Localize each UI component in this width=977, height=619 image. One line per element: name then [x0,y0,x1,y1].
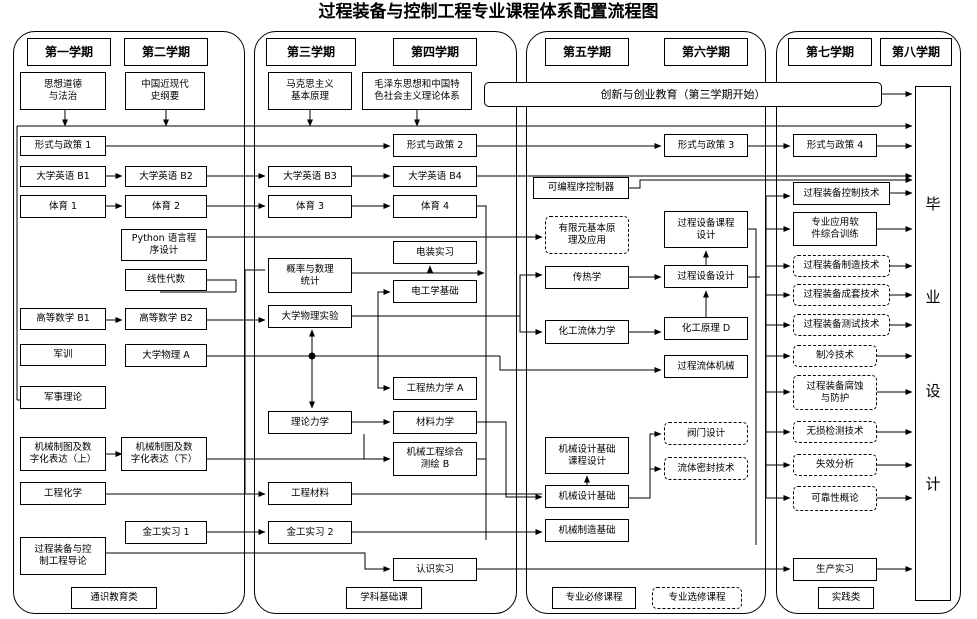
semester-4: 第四学期 [393,38,477,66]
course-complete: 过程装备成套技术 [793,284,890,306]
course-junxun: 军训 [20,344,106,366]
panel-year-1 [13,31,245,614]
course-equip-cd: 过程设备课程 设计 [664,211,748,248]
course-pe1: 体育 1 [20,195,106,218]
course-manuf: 机械制造基础 [545,519,629,542]
course-zonghe: 机械工程综合 测绘 B [393,442,477,476]
course-draw2: 机械制图及数 字化表达（下） [121,437,207,471]
course-phys-exp: 大学物理实验 [268,305,352,328]
course-mfg-tech: 过程装备制造技术 [793,255,890,277]
course-jingong2: 金工实习 2 [268,521,352,544]
grad-char-4: 计 [925,474,941,493]
course-fluid: 化工流体力学 [545,320,629,344]
course-math1: 高等数学 B1 [20,308,106,330]
course-dianzhuang: 电装实习 [393,241,477,264]
graduation-design: 毕 业 设 计 [915,86,951,601]
course-pe2: 体育 2 [125,195,207,218]
course-junshi: 军事理论 [20,386,106,409]
course-linear: 线性代数 [125,269,207,291]
category-elective: 专业选修课程 [652,587,742,609]
course-jxsj: 机械设计基础 [545,485,629,508]
course-pe4: 体育 4 [393,195,477,218]
course-renshi: 认识实习 [393,558,477,581]
course-ndt: 无损检测技术 [793,421,877,443]
course-fem: 有限元基本原 理及应用 [545,216,629,254]
course-chuangxin: 创新与创业教育（第三学期开始） [484,82,882,107]
course-xingshi2: 形式与政策 2 [393,134,477,157]
course-draw1: 机械制图及数 字化表达（上） [20,437,106,471]
panel-year-4 [776,31,961,614]
course-xingshi3: 形式与政策 3 [664,134,748,157]
course-gcmat: 工程材料 [268,482,352,505]
course-phys: 大学物理 A [125,344,207,367]
course-corrosion: 过程装备腐蚀 与防护 [793,375,877,410]
category-required: 专业必修课程 [552,587,636,609]
semester-3: 第三学期 [266,38,356,66]
course-seal: 流体密封技术 [664,457,748,480]
course-reliab: 可靠性概论 [793,486,877,511]
course-refrig: 制冷技术 [793,345,877,367]
category-general: 通识教育类 [71,587,157,609]
course-heat: 传热学 [545,266,629,289]
course-valve: 阀门设计 [664,422,748,445]
grad-char-1: 毕 [925,195,941,214]
course-production: 生产实习 [793,558,877,581]
course-eng4: 大学英语 B4 [393,166,477,187]
course-equip-design: 过程设备设计 [664,265,748,288]
course-plc: 可编程序控制器 [533,177,629,199]
course-jxsj-course: 机械设计基础 课程设计 [545,437,629,474]
course-jingong1: 金工实习 1 [125,521,207,544]
category-practice: 实践类 [818,587,874,609]
course-maogai: 毛泽东思想和中国特 色社会主义理论体系 [362,72,472,110]
course-python: Python 语言程 序设计 [121,229,207,261]
panel-year-2 [254,31,517,614]
course-fluid-mach: 过程流体机械 [664,355,748,378]
course-huagong: 化工原理 D [664,317,748,340]
course-chem: 工程化学 [20,482,106,505]
course-cailiao: 材料力学 [393,411,477,434]
course-jindai: 中国近现代 史纲要 [125,72,205,110]
grad-char-2: 业 [925,288,941,307]
panel-year-3 [526,31,766,614]
grad-char-3: 设 [925,381,941,400]
semester-1: 第一学期 [27,38,111,66]
course-makesi: 马克思主义 基本原理 [268,72,352,110]
course-diangong: 电工学基础 [393,280,477,303]
course-eng1: 大学英语 B1 [20,166,106,187]
course-gailv: 概率与数理 统计 [268,258,352,293]
course-test: 过程装备测试技术 [793,314,890,336]
page-title: 过程装备与控制工程专业课程体系配置流程图 [318,2,659,22]
course-eng2: 大学英语 B2 [125,166,207,187]
semester-8: 第八学期 [880,38,952,66]
category-basic: 学科基础课 [346,587,422,609]
course-math2: 高等数学 B2 [125,308,207,330]
course-lilun: 理论力学 [268,411,352,434]
course-daolun: 过程装备与控 制工程导论 [20,537,106,575]
semester-2: 第二学期 [124,38,208,66]
course-thermo: 工程热力学 A [393,377,477,400]
course-software: 专业应用软 件综合训练 [793,212,877,246]
course-eng3: 大学英语 B3 [268,166,352,187]
course-control: 过程装备控制技术 [793,182,890,205]
course-xingshi4: 形式与政策 4 [793,134,877,157]
course-pe3: 体育 3 [268,195,352,218]
course-sixiang: 思想道德 与法治 [20,72,106,110]
course-xingshi1: 形式与政策 1 [20,136,106,156]
semester-7: 第七学期 [788,38,872,66]
semester-6: 第六学期 [664,38,748,66]
course-failure: 失效分析 [793,454,877,476]
semester-5: 第五学期 [545,38,629,66]
